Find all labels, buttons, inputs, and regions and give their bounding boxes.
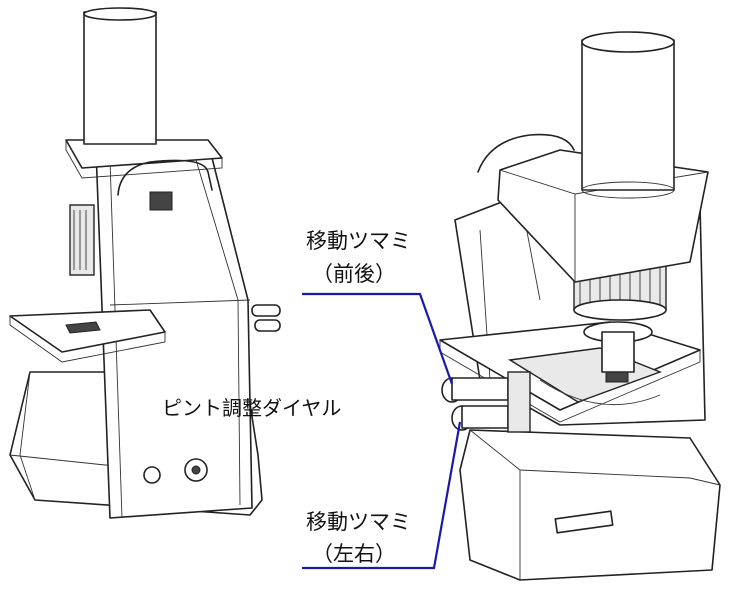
move-knob-front-back-label: 移動ツマミ: [306, 229, 411, 253]
move-knob-front-back-sub-label: （前後）: [312, 262, 396, 286]
move-knob-left-right-label: 移動ツマミ: [306, 510, 411, 534]
leader-line-left-right: [302, 421, 462, 570]
move-knob-left-right-sub-label: （左右）: [312, 542, 396, 566]
leader-line-front-back: [302, 292, 454, 385]
microscope-rear-view: [9, 7, 281, 519]
focus-dial-label: ピント調整ダイヤル: [162, 396, 342, 420]
microscope-front-view: [439, 31, 721, 581]
